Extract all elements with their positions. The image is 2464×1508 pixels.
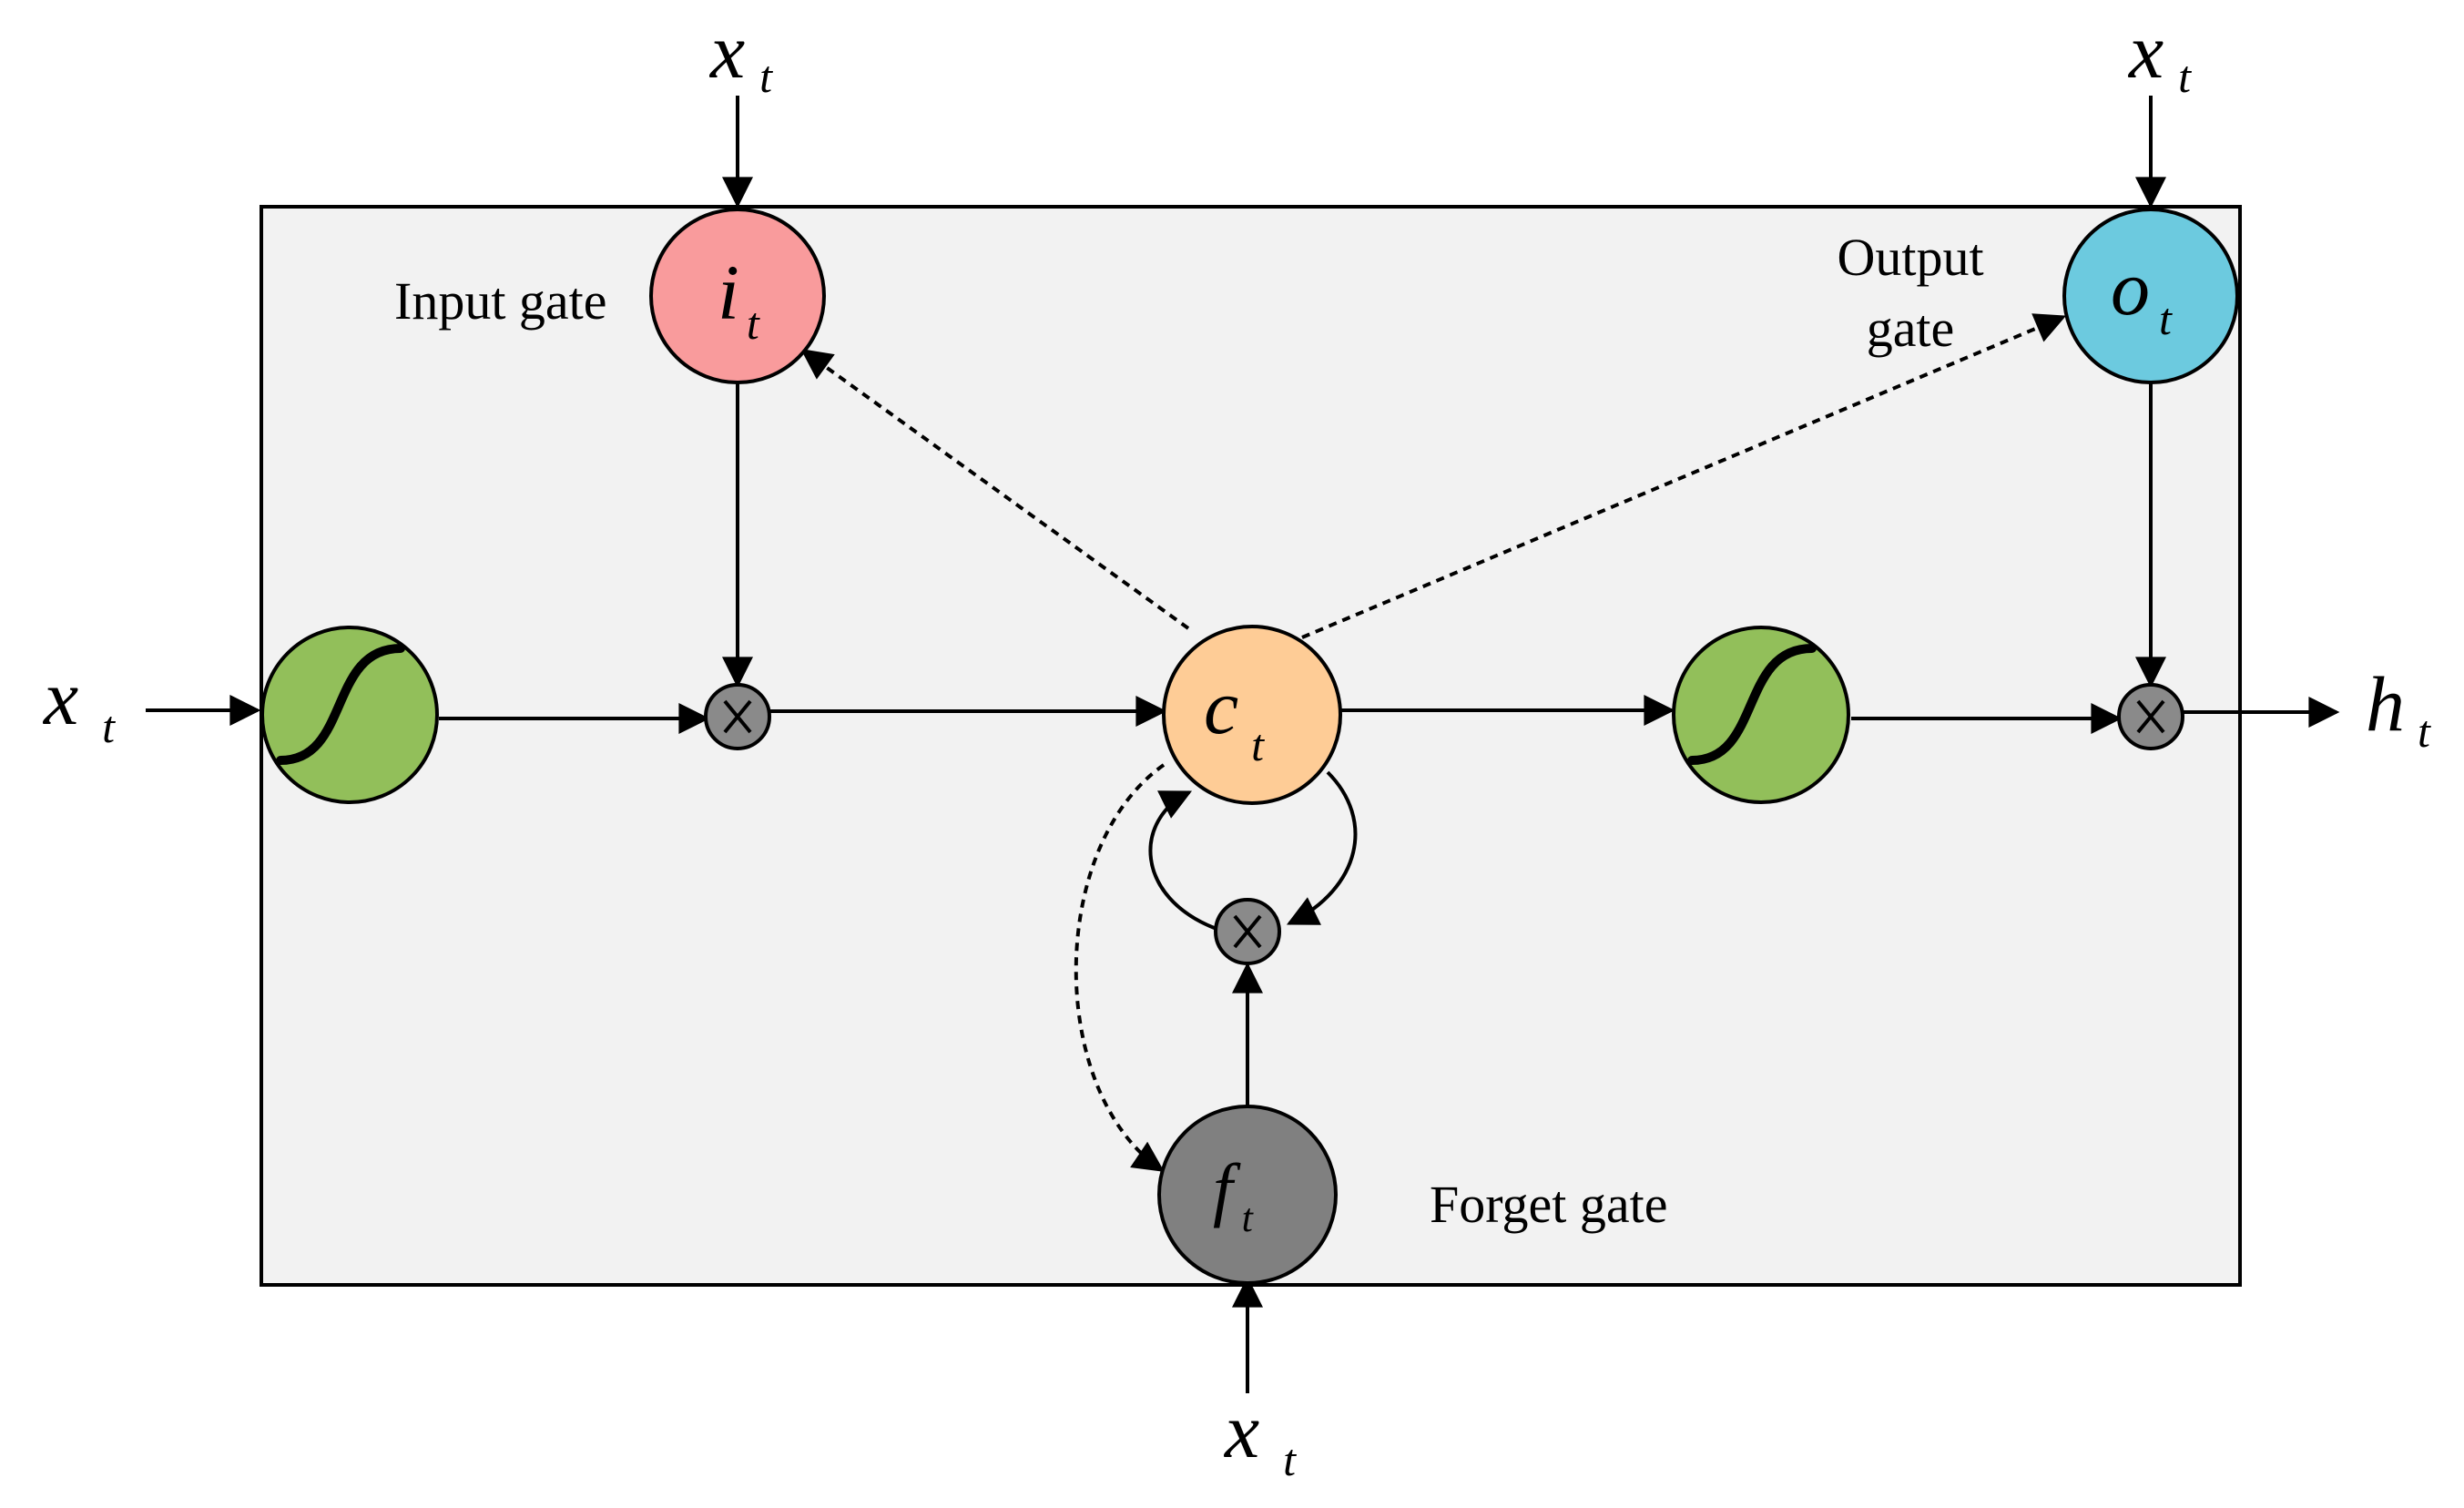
arrow-cell-to-forget-multiplier [1286, 770, 1358, 925]
arrow-forget-multiplier-to-cell [1148, 790, 1217, 931]
forget-gate-label: Forget gate [1430, 1175, 1667, 1234]
cell-state-node [1162, 625, 1342, 805]
peephole-cell-to-input-gate [800, 349, 1190, 630]
sigmoid-curve-icon [276, 644, 405, 765]
input-gate-label: Input gate [394, 271, 607, 331]
peephole-cell-to-forget-gate [1074, 763, 1166, 1172]
forget-gate-node [1157, 1105, 1338, 1285]
output-gate-node [2062, 208, 2239, 384]
output-multiplier-node [2117, 683, 2184, 750]
peephole-cell-to-output-gate [1301, 313, 2067, 639]
multiply-icon [2136, 699, 2165, 734]
output-gate-label-line2: gate [1867, 299, 1955, 358]
multiply-icon [1233, 914, 1262, 949]
sigmoid-curve-icon [1687, 644, 1817, 765]
input-multiplier-node [704, 683, 771, 750]
forget-multiplier-node [1214, 898, 1281, 965]
output-activation-node [1672, 626, 1850, 804]
multiply-icon [723, 699, 752, 734]
input-gate-node [649, 208, 826, 384]
input-activation-node [260, 626, 439, 804]
output-gate-label-line1: Output [1837, 228, 1983, 287]
